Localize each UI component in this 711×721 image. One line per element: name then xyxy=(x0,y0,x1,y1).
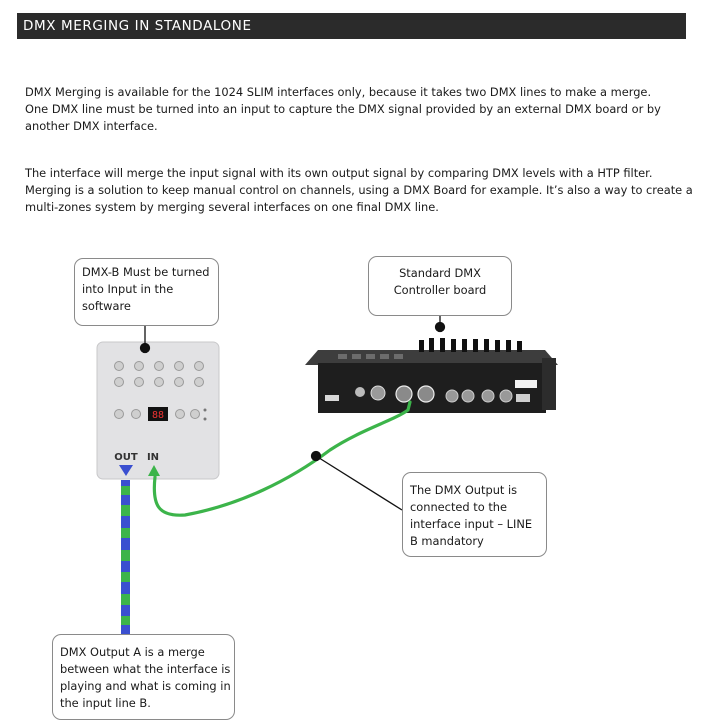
board-button xyxy=(366,354,375,359)
out-port-label: OUT xyxy=(114,452,138,463)
led xyxy=(194,361,204,371)
out-arrow-icon xyxy=(119,465,133,476)
input-cable xyxy=(152,400,412,517)
dmx-interface-device: 88 OUT IN xyxy=(96,341,220,480)
controller-buttons xyxy=(338,354,403,359)
indicator-dot xyxy=(203,417,207,421)
interface-leds xyxy=(114,361,204,419)
cable-stripe xyxy=(121,505,130,516)
led xyxy=(174,361,184,371)
leader-dot xyxy=(139,342,151,354)
led xyxy=(194,377,204,387)
display-value: 88 xyxy=(152,410,164,421)
seven-segment-display xyxy=(148,407,168,421)
led xyxy=(154,361,164,371)
xlr-connector xyxy=(417,385,435,403)
in-arrow-icon xyxy=(148,465,160,476)
callout-line: Controller board xyxy=(393,283,487,297)
body-line: Merging is a solution to keep manual con… xyxy=(25,183,693,197)
output-cable-stripes xyxy=(121,486,130,625)
label-sticker xyxy=(515,380,537,388)
callout-line: the input line B. xyxy=(60,696,151,710)
callout-dmx-controller: Standard DMX Controller board xyxy=(368,256,512,316)
board-button xyxy=(380,354,389,359)
fader xyxy=(462,339,467,352)
intro-paragraph: DMX Merging is available for the 1024 SL… xyxy=(25,84,685,135)
callout-output-a-merge: DMX Output A is a merge between what the… xyxy=(52,634,235,720)
section-title: DMX MERGING IN STANDALONE xyxy=(17,13,686,39)
body-line: The interface will merge the input signa… xyxy=(25,166,653,180)
body-paragraph: The interface will merge the input signa… xyxy=(25,165,693,216)
button xyxy=(190,409,200,419)
callout-line: between what the interface is xyxy=(60,662,231,676)
connector xyxy=(370,385,386,401)
callout-line: B mandatory xyxy=(410,534,484,548)
controller-side xyxy=(542,358,556,410)
callout-dmx-output-connection: The DMX Output is connected to the inter… xyxy=(402,472,547,557)
board-button xyxy=(352,354,361,359)
leader-line-output xyxy=(315,455,403,511)
controller-top xyxy=(305,350,558,365)
led xyxy=(114,377,124,387)
callout-line: DMX Output A is a merge xyxy=(60,645,205,659)
led xyxy=(174,377,184,387)
cable-stripe xyxy=(121,572,130,582)
led xyxy=(134,361,144,371)
callout-line: Standard DMX xyxy=(399,266,481,280)
fader xyxy=(506,340,511,352)
body-line: multi-zones system by merging several in… xyxy=(25,200,439,214)
indicator-dot xyxy=(203,408,207,412)
connector xyxy=(461,389,475,403)
button xyxy=(175,409,185,419)
leader-dot xyxy=(310,450,322,462)
fader xyxy=(440,338,445,352)
controller-faders xyxy=(419,338,522,352)
callout-dmx-b-input: DMX-B Must be turned into Input in the s… xyxy=(74,258,219,326)
dmx-controller-board xyxy=(305,338,558,413)
button xyxy=(131,409,141,419)
fader xyxy=(484,339,489,352)
board-button xyxy=(394,354,403,359)
led xyxy=(134,377,144,387)
callout-line: interface input – LINE xyxy=(410,517,533,531)
callout-line: software xyxy=(82,299,131,313)
power-switch xyxy=(516,394,530,402)
fader xyxy=(451,339,456,352)
connector xyxy=(481,389,495,403)
intro-line: One DMX line must be turned into an inpu… xyxy=(25,102,661,116)
fader xyxy=(473,339,478,352)
fader xyxy=(495,340,500,352)
in-port-label: IN xyxy=(147,452,159,463)
fader xyxy=(429,338,434,352)
callout-line: connected to the xyxy=(410,500,508,514)
connector xyxy=(499,389,513,403)
led xyxy=(154,377,164,387)
intro-line: another DMX interface. xyxy=(25,119,158,133)
ce-mark xyxy=(325,395,339,401)
cable-stripe xyxy=(121,594,130,605)
callout-line: DMX-B Must be turned xyxy=(82,265,210,279)
board-button xyxy=(338,354,347,359)
fader xyxy=(517,341,522,352)
controller-connectors xyxy=(325,380,537,403)
callout-line: playing and what is coming in xyxy=(60,679,231,693)
connector xyxy=(445,389,459,403)
cable-stripe xyxy=(121,528,130,538)
button xyxy=(114,409,124,419)
cable-stripe xyxy=(121,550,130,561)
intro-line: DMX Merging is available for the 1024 SL… xyxy=(25,85,652,99)
led xyxy=(114,361,124,371)
cable-stripe xyxy=(121,486,130,495)
callout-line: into Input in the xyxy=(82,282,174,296)
xlr-connector xyxy=(395,385,413,403)
connector xyxy=(355,387,365,397)
cable-stripe xyxy=(121,616,130,625)
callout-line: The DMX Output is xyxy=(410,483,518,497)
fader xyxy=(419,340,424,352)
leader-dot xyxy=(434,321,446,333)
